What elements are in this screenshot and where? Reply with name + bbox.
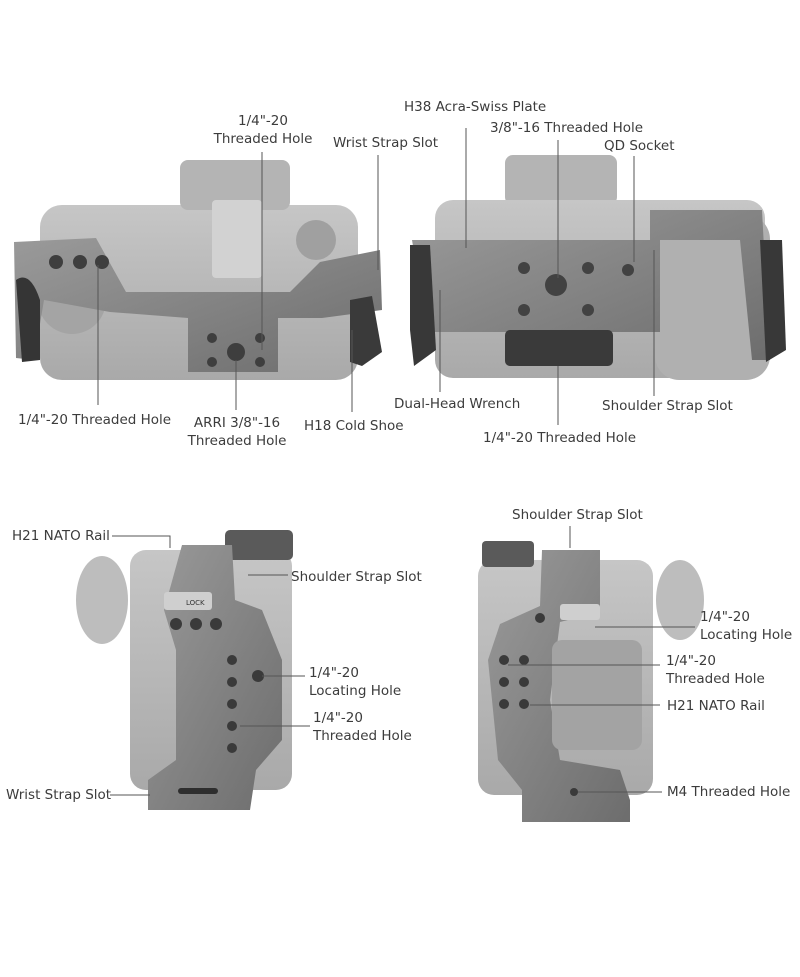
threaded-hole xyxy=(255,357,265,367)
hot-shoe xyxy=(212,200,262,278)
threaded-hole xyxy=(499,699,509,709)
label-line: 1/4"-20 xyxy=(313,710,363,726)
leader-lines xyxy=(97,152,379,412)
strap-slot-cover xyxy=(760,240,786,362)
threaded-hole xyxy=(227,721,237,731)
threaded-hole xyxy=(518,304,530,316)
locating-hole xyxy=(252,670,264,682)
label-threaded-hole-left: 1/4"-20 Threaded Hole xyxy=(18,412,172,428)
label-wrist-strap-slot: Wrist Strap Slot xyxy=(6,787,112,803)
threaded-hole xyxy=(519,699,529,709)
threaded-hole xyxy=(73,255,87,269)
threaded-hole xyxy=(190,618,202,630)
threaded-hole xyxy=(227,699,237,709)
threaded-hole-38 xyxy=(545,274,567,296)
threaded-hole xyxy=(227,677,237,687)
m4-hole xyxy=(570,788,578,796)
label-nato-rail: H21 NATO Rail xyxy=(12,528,110,544)
viewfinder xyxy=(505,155,617,205)
label-threaded-hole: 1/4"-20 Threaded Hole xyxy=(313,709,412,745)
label-dual-head-wrench: Dual-Head Wrench xyxy=(394,396,521,412)
threaded-hole xyxy=(227,655,237,665)
acra-swiss-plate xyxy=(505,330,613,366)
label-threaded-hole-38: 3/8"-16 Threaded Hole xyxy=(490,120,644,136)
lock-engraving: LOCK xyxy=(186,599,205,607)
label-line: ARRI 3/8"-16 xyxy=(193,415,281,431)
label-m4-hole: M4 Threaded Hole xyxy=(667,784,791,800)
threaded-hole xyxy=(207,333,217,343)
threaded-hole xyxy=(49,255,63,269)
leader-lines xyxy=(439,128,655,425)
label-line: Threaded Hole xyxy=(313,728,412,744)
cage-base-plate xyxy=(412,210,770,360)
dual-head-wrench xyxy=(410,245,436,366)
threaded-hole xyxy=(582,304,594,316)
mode-dial xyxy=(296,220,336,260)
label-line: Threaded Hole xyxy=(213,131,313,147)
top-left-view xyxy=(14,152,382,412)
hand-grip xyxy=(16,277,40,362)
qd-socket xyxy=(622,264,634,276)
lock-plate xyxy=(164,592,212,610)
label-line: Threaded Hole xyxy=(187,433,287,449)
label-shoulder-strap-slot: Shoulder Strap Slot xyxy=(291,569,422,585)
bottom-right-view xyxy=(478,526,704,822)
label-qd-socket: QD Socket xyxy=(604,138,675,154)
label-line: 1/4"-20 xyxy=(238,113,288,129)
threaded-hole xyxy=(499,655,509,665)
label-cold-shoe: H18 Cold Shoe xyxy=(304,418,404,434)
lens-mount xyxy=(76,556,128,644)
grip-body xyxy=(655,215,770,380)
leader-lines xyxy=(508,526,695,793)
cold-shoe xyxy=(350,296,382,366)
label-threaded-hole-14: 1/4"-20 Threaded Hole xyxy=(483,430,637,446)
cage-side xyxy=(488,550,630,822)
label-line: Locating Hole xyxy=(700,627,793,643)
label-shoulder-strap-slot: Shoulder Strap Slot xyxy=(512,507,643,523)
label-acra-swiss-plate: H38 Acra-Swiss Plate xyxy=(404,99,547,115)
lens-mount xyxy=(656,560,704,640)
threaded-hole xyxy=(207,357,217,367)
cage-top-plate xyxy=(14,238,382,372)
wrist-strap-slot xyxy=(178,788,218,794)
threaded-hole xyxy=(255,333,265,343)
threaded-hole xyxy=(582,262,594,274)
label-threaded-hole: 1/4"-20 Threaded Hole xyxy=(666,652,765,688)
threaded-hole xyxy=(518,262,530,274)
label-threaded-hole-top: 1/4"-20 Threaded Hole xyxy=(208,112,318,148)
locating-hole xyxy=(535,613,545,623)
nato-rail xyxy=(482,541,534,567)
leader-lines xyxy=(110,535,310,796)
top-right-view xyxy=(410,128,786,425)
nato-rail xyxy=(225,530,293,560)
threaded-hole xyxy=(499,677,509,687)
label-line: Threaded Hole xyxy=(666,671,765,687)
lock-plate xyxy=(560,604,600,620)
threaded-hole xyxy=(95,255,109,269)
threaded-hole xyxy=(519,677,529,687)
threaded-hole xyxy=(210,618,222,630)
label-wrist-strap-slot: Wrist Strap Slot xyxy=(333,135,439,151)
threaded-hole xyxy=(170,618,182,630)
port-cover xyxy=(552,640,642,750)
label-line: Locating Hole xyxy=(309,683,402,699)
threaded-hole xyxy=(227,743,237,753)
label-line: 1/4"-20 xyxy=(666,653,716,669)
label-shoulder-strap-slot: Shoulder Strap Slot xyxy=(602,398,733,414)
label-arri-hole: ARRI 3/8"-16 Threaded Hole xyxy=(176,414,298,450)
arri-hole xyxy=(227,343,245,361)
cage-side xyxy=(148,545,282,810)
label-line: 1/4"-20 xyxy=(700,609,750,625)
label-nato-rail: H21 NATO Rail xyxy=(667,698,765,714)
threaded-hole xyxy=(519,655,529,665)
label-locating-hole: 1/4"-20 Locating Hole xyxy=(700,608,792,644)
label-line: 1/4"-20 xyxy=(309,665,359,681)
bottom-left-view: LOCK xyxy=(76,530,310,810)
label-locating-hole: 1/4"-20 Locating Hole xyxy=(309,664,401,700)
